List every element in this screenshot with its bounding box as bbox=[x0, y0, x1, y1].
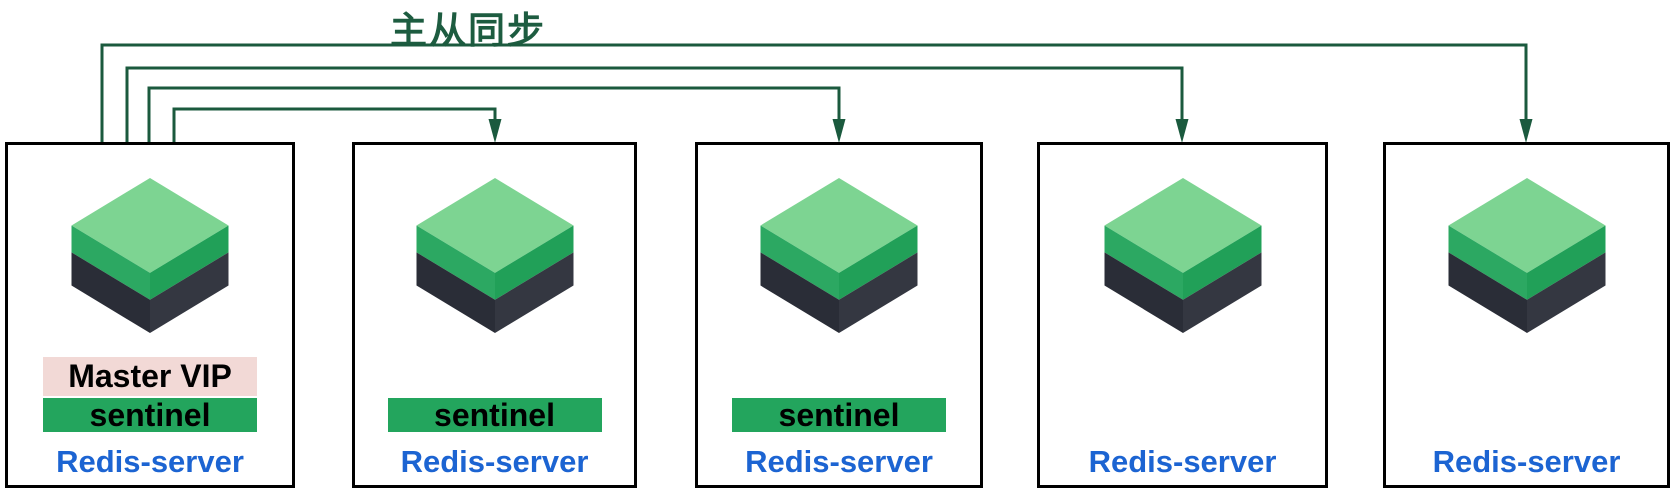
server-name-label: Redis-server bbox=[56, 444, 244, 479]
sync-line-to-node-3 bbox=[147, 86, 841, 143]
redis-cube-icon bbox=[71, 178, 229, 333]
sentinel-badge: sentinel bbox=[387, 397, 602, 433]
redis-cube-icon bbox=[760, 178, 918, 333]
server-name-label: Redis-server bbox=[745, 444, 933, 479]
server-name-label: Redis-server bbox=[1432, 444, 1621, 479]
master-vip-badge: Master VIP bbox=[43, 357, 257, 396]
server-name-label: Redis-server bbox=[1088, 444, 1277, 479]
sync-arrowhead-node-4 bbox=[1175, 119, 1189, 143]
sentinel-badge: sentinel bbox=[732, 397, 946, 433]
redis-cube-icon bbox=[1104, 178, 1261, 333]
redis-cube-icon bbox=[416, 178, 573, 333]
sync-line-to-node-4 bbox=[125, 66, 1184, 143]
sentinel-badge: sentinel bbox=[43, 397, 257, 433]
redis-server-box-4: Redis-server bbox=[1037, 142, 1328, 488]
redis-server-box-3: sentinel Redis-server bbox=[695, 142, 983, 488]
sync-arrowhead-node-5 bbox=[1519, 119, 1533, 143]
sync-line-to-node-2 bbox=[172, 107, 497, 143]
sync-arrowhead-node-2 bbox=[488, 119, 502, 143]
redis-server-box-2: sentinel Redis-server bbox=[352, 142, 637, 488]
sync-line-to-node-5 bbox=[100, 43, 1528, 143]
redis-server-box-5: Redis-server bbox=[1383, 142, 1670, 488]
sync-arrowhead-node-3 bbox=[832, 119, 846, 143]
redis-server-box-1: Master VIP sentinel Redis-server bbox=[5, 142, 295, 488]
server-name-label: Redis-server bbox=[400, 444, 589, 479]
redis-cube-icon bbox=[1448, 178, 1605, 333]
